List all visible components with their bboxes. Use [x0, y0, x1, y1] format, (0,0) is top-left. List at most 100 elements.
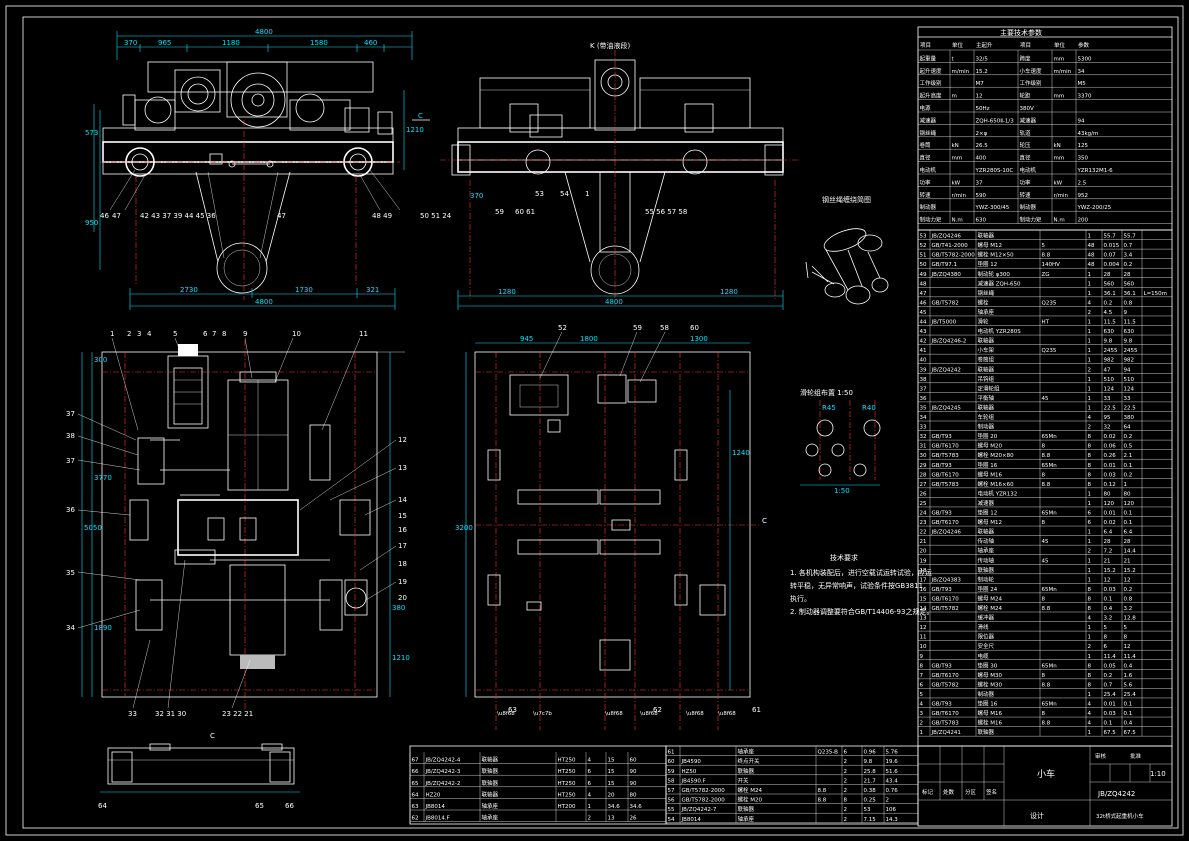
part-row-cell: 51 — [920, 253, 927, 259]
frame-dim-2: 1800 — [580, 335, 598, 343]
spec-table-header-cell: 项目 — [920, 42, 931, 49]
part-row-cell: 8 — [1042, 444, 1046, 450]
part-row-cell: 67.5 — [1104, 730, 1117, 736]
part-row-cell: 0.01 — [1104, 463, 1116, 469]
part-row-cell: 6.4 — [1124, 530, 1133, 536]
inner-border — [22, 16, 1179, 829]
part-row-cell: 60 — [630, 758, 637, 764]
part-row-cell: 21 — [920, 539, 927, 545]
part-row-cell: GB/T93 — [932, 511, 953, 517]
svg-text:53: 53 — [535, 190, 544, 198]
part-row-cell: 1.6 — [1124, 673, 1133, 679]
part-row-cell: 0.1 — [1124, 702, 1133, 708]
part-row-cell: JB4590 — [681, 759, 702, 765]
part-row-cell: Q235 — [1042, 348, 1057, 354]
part-row-cell: 36.1 — [1124, 291, 1136, 297]
part-row-cell: 48 — [1088, 262, 1095, 268]
part-row-cell: GB/T41-2000 — [932, 243, 969, 249]
part-row-cell: 65Mn — [1042, 702, 1058, 708]
part-row-cell: 平衡轴 — [978, 394, 995, 402]
part-row-cell: 5 — [920, 692, 924, 698]
spec-row-cell: r/min — [1054, 193, 1069, 199]
part-row-cell: 25.4 — [1104, 692, 1117, 698]
part-row-cell: 1 — [1088, 348, 1092, 354]
side-dim-3: 1180 — [222, 39, 240, 47]
part-row-cell: 8.8 — [818, 798, 827, 804]
part-row-cell: 560 — [1104, 281, 1115, 287]
part-row-cell: 0.12 — [1104, 482, 1116, 488]
part-row-cell: 4 — [1088, 702, 1092, 708]
part-row-cell: 传动轴 — [978, 556, 995, 564]
part-row-cell: 65Mn — [1042, 511, 1058, 517]
part-row-cell: 80 — [1124, 491, 1131, 497]
part-row-cell: 61 — [668, 750, 675, 756]
part-row-cell: 33 — [1104, 396, 1111, 402]
part-row-cell: GB/T6170 — [932, 596, 960, 602]
spec-row-cell: 工作级别 — [920, 79, 942, 87]
part-row-cell: Q235-B — [818, 750, 839, 756]
svg-text:19: 19 — [398, 578, 407, 586]
side-bottom-dim-1: 2730 — [180, 286, 198, 294]
part-row-cell: 制动器 — [978, 690, 995, 698]
part-row-cell: 0.03 — [1104, 472, 1117, 478]
part-row-cell: 9 — [920, 654, 924, 660]
part-row-cell: 0.1 — [1124, 463, 1133, 469]
part-row-cell: 螺栓 M16×60 — [978, 480, 1015, 488]
part-row-cell: 32 — [1104, 425, 1111, 431]
part-row-cell: 1 — [1088, 320, 1092, 326]
part-row-cell: 电动机 YZR280S — [978, 327, 1022, 335]
part-row-cell: 124 — [1104, 386, 1115, 392]
part-row-cell: 0.4 — [1124, 663, 1133, 669]
plan-dim-c: 300 — [94, 356, 107, 364]
part-row-cell: 36.1 — [1104, 291, 1116, 297]
part-row-cell: 1 — [1088, 377, 1092, 383]
part-row-cell: 0.1 — [1104, 721, 1113, 727]
spec-row-cell: YWZ-300/45 — [975, 205, 1010, 211]
svg-text:16: 16 — [398, 526, 407, 534]
svg-text:23 22 21: 23 22 21 — [222, 710, 253, 718]
part-row-cell: 5 — [1104, 625, 1108, 631]
part-row-cell: 3.2 — [1104, 616, 1113, 622]
part-row-cell: 缓冲器 — [978, 614, 995, 622]
svg-text:50 51 24: 50 51 24 — [420, 212, 452, 220]
part-row-cell: 21.7 — [864, 778, 877, 784]
part-row-cell: 5 — [1124, 625, 1128, 631]
part-row-cell: 65Mn — [1042, 434, 1058, 440]
part-row-cell: 0.2 — [1104, 673, 1113, 679]
part-row-cell: 安全尺 — [978, 642, 995, 650]
part-row-cell: 8 — [1088, 463, 1092, 469]
part-row-cell: 8.8 — [1042, 482, 1051, 488]
spec-row-cell: 34 — [1078, 69, 1085, 75]
part-row-cell: 轴承座 — [482, 814, 499, 822]
sheave-layout: 滑轮组布置 1:50 1:50 R45 R40 — [800, 388, 881, 495]
part-row-cell: 8 — [1088, 673, 1092, 679]
part-row-cell: 380 — [1124, 415, 1135, 421]
part-row-cell: 0.1 — [1124, 511, 1133, 517]
part-row-cell: 联轴器 — [738, 805, 755, 813]
part-row-cell: 1 — [1088, 501, 1092, 507]
part-row-cell: 4 — [1088, 415, 1092, 421]
part-row-cell: 2 — [844, 778, 848, 784]
svg-text:1:50: 1:50 — [834, 487, 850, 495]
part-row-cell: 5.6 — [1124, 682, 1133, 688]
part-row-cell: 124 — [1124, 386, 1135, 392]
part-row-cell: GB/T5783 — [932, 721, 960, 727]
spec-row-cell: kW — [1054, 180, 1063, 186]
spec-row-cell: 590 — [976, 193, 987, 199]
spec-row-cell: 2×φ — [976, 131, 988, 137]
part-row-cell: 45 — [1042, 396, 1049, 402]
part-row-cell: 21 — [1104, 558, 1111, 564]
part-row-cell: 4 — [588, 792, 592, 798]
